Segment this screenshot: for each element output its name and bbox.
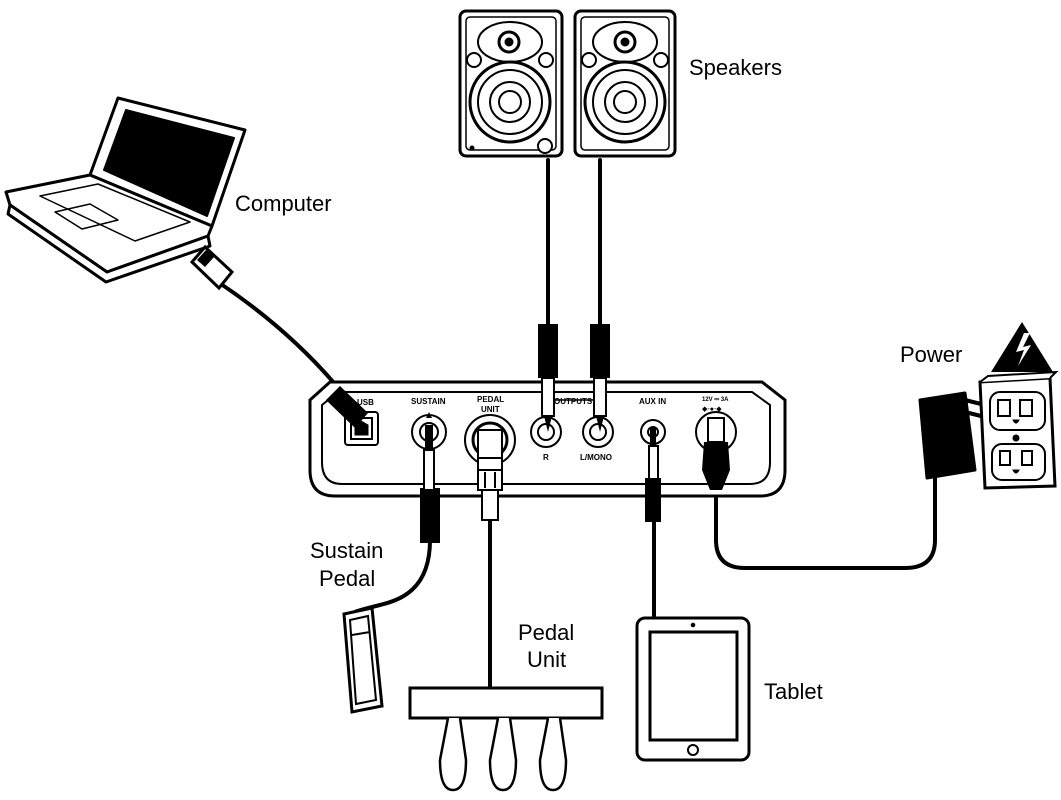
power-adapter: [918, 391, 986, 480]
usb-cable: [216, 280, 342, 392]
sustain-pedal-label-1: Sustain: [310, 538, 383, 563]
power-outlet-icon: [978, 370, 1059, 490]
aux-in-label: AUX IN: [639, 397, 666, 406]
sustain-pedal: [342, 606, 384, 714]
speaker-left: [458, 9, 564, 158]
usb-plug-computer: [189, 244, 235, 291]
pedal-unit-port-label-1: PEDAL: [477, 395, 504, 404]
usb-port-label: USB: [357, 398, 374, 407]
panel-labels: USB SUSTAIN PEDAL UNIT OUTPUTS R L/MONO …: [357, 395, 729, 462]
polarity-symbol: ◆-●-◆: [702, 406, 722, 413]
pedal-unit-plug: [477, 429, 503, 521]
output-l-mono-label: L/MONO: [580, 453, 612, 462]
output-l-mono-plug: [590, 324, 610, 432]
power-rating-label: 12V ⎓ 3A: [702, 397, 729, 403]
output-r-plug: [538, 324, 558, 432]
tablet: [635, 616, 751, 762]
power-plug: [702, 442, 730, 490]
pedal-unit-label-2: Unit: [527, 647, 566, 672]
computer-label: Computer: [235, 191, 332, 216]
speaker-right: [573, 9, 677, 158]
speakers-label: Speakers: [689, 55, 782, 80]
power-cable: [714, 476, 937, 570]
cables: [216, 158, 937, 690]
high-voltage-warning-icon: [991, 322, 1053, 372]
outputs-label: OUTPUTS: [554, 397, 593, 406]
sustain-plug: [420, 412, 440, 543]
sustain-port-label: SUSTAIN: [411, 397, 446, 406]
aux-in-plug: [645, 428, 661, 522]
sustain-pedal-label-2: Pedal: [319, 566, 375, 591]
usb-plug-panel: [326, 386, 368, 428]
pedal-unit-port-label-2: UNIT: [481, 405, 500, 414]
laptop: [4, 96, 247, 284]
output-r-label: R: [543, 453, 549, 462]
tablet-label: Tablet: [764, 679, 823, 704]
pedal-unit: [408, 686, 604, 792]
pedal-unit-label-1: Pedal: [518, 620, 574, 645]
power-label: Power: [900, 342, 962, 367]
